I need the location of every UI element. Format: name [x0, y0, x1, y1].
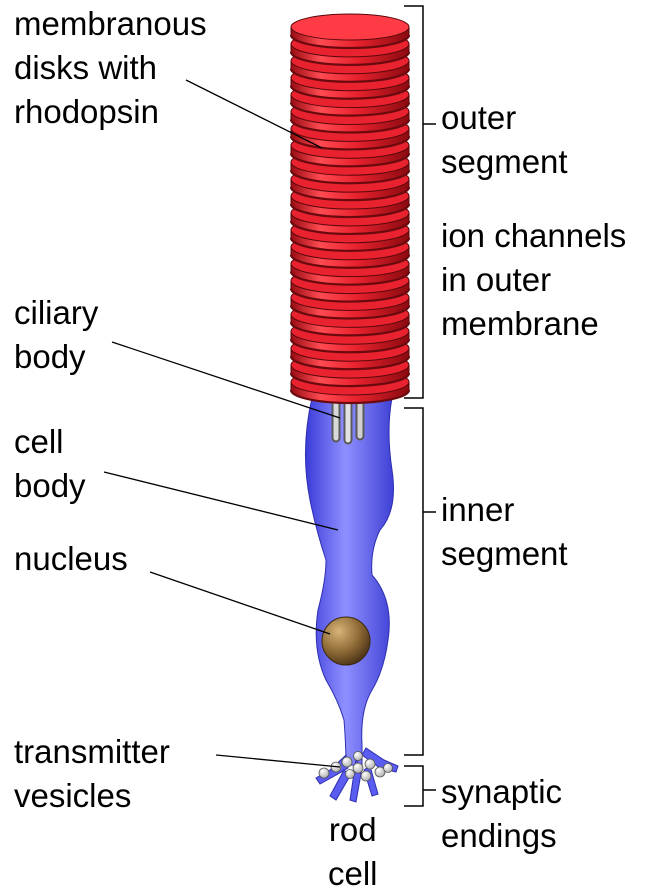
label-ion-channels: ion channels in outer membrane [441, 214, 626, 346]
leader-line-nucleus [150, 572, 330, 634]
bracket-synaptic-endings [404, 766, 436, 806]
membranous-disk [291, 14, 409, 48]
outer-segment-disks [291, 14, 409, 403]
vesicle [319, 768, 329, 778]
vesicle [361, 771, 371, 781]
inner-segment-body [305, 398, 393, 765]
leader-line-cell-body [104, 472, 338, 530]
vesicle [354, 752, 363, 761]
label-inner-segment: inner segment [441, 488, 568, 576]
label-outer-segment: outer segment [441, 96, 568, 184]
label-nucleus: nucleus [14, 537, 128, 581]
label-cell-body: cell body [14, 420, 86, 508]
ciliary-body-tubes [336, 398, 360, 440]
label-synaptic-endings: synaptic endings [441, 770, 562, 858]
vesicle [384, 764, 393, 773]
nucleus-sphere [322, 617, 370, 665]
bracket-inner-segment [404, 408, 436, 755]
vesicle [353, 763, 363, 773]
leader-line-transmitter-vesicles [216, 755, 340, 767]
segment-brackets [404, 6, 436, 806]
label-ciliary-body: ciliary body [14, 291, 98, 379]
vesicle [342, 757, 352, 767]
label-rod-cell: rod cell [328, 808, 378, 896]
label-transmitter-vesicles: transmitter vesicles [14, 730, 170, 818]
vesicle [346, 770, 355, 779]
label-membranous-disks: membranous disks with rhodopsin [14, 2, 207, 134]
vesicle [365, 759, 375, 769]
